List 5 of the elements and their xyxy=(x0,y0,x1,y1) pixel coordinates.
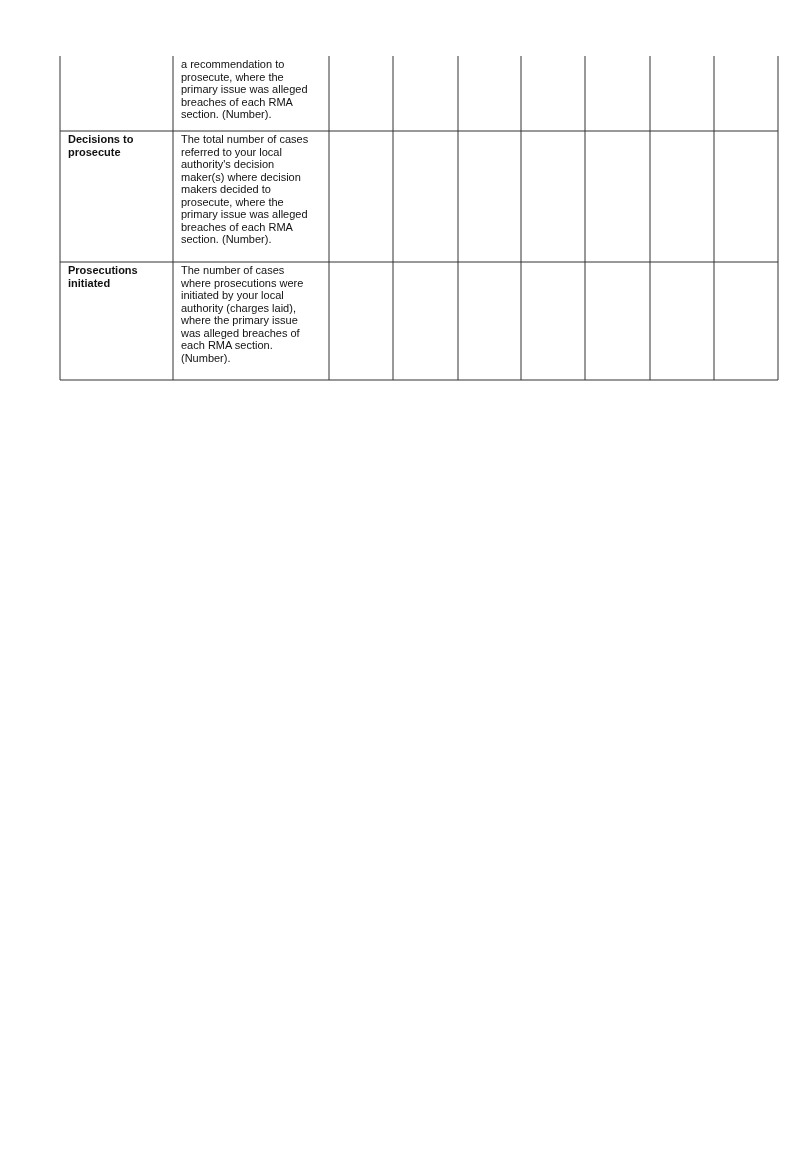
row-description: The total number of cases referred to your local authority's decision maker(s) where decision makers decided to prosecute, where the primary issue was alleged breaches of each RMA section. (Number). xyxy=(181,133,310,246)
row-description: The number of cases where prosecutions were initiated by your local authority (charges laid), where the primary issue was alleged breaches of each RMA section. (Number). xyxy=(181,264,305,364)
row-heading: Decisions to prosecute xyxy=(68,133,135,158)
row-heading: Prosecutions initiated xyxy=(68,264,139,289)
row-description: a recommendation to prosecute, where the primary issue was alleged breaches of each RMA section. (Number). xyxy=(181,58,309,121)
